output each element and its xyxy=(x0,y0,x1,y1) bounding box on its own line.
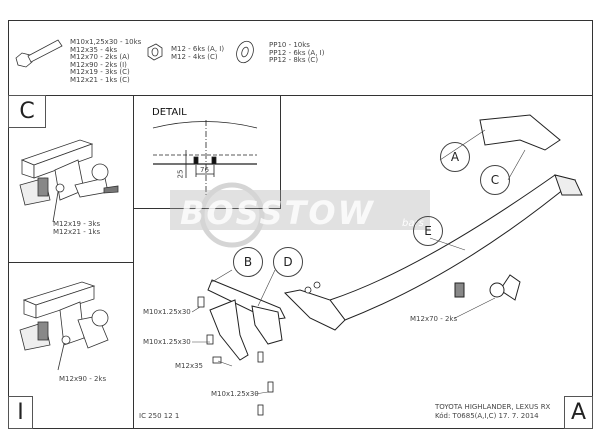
panel-c-label: C xyxy=(8,95,46,128)
washer-item: PP12 - 6ks (A, I) xyxy=(269,48,325,57)
towbar-crossbeam xyxy=(329,114,583,321)
nut-item: M12 - 6ks (A, I) xyxy=(171,45,225,53)
hardware-bolts xyxy=(197,281,321,416)
nut-icon xyxy=(147,43,163,61)
bolt-item: M12x19 - 3ks (C) xyxy=(70,68,130,77)
product-code: Kód: T0685(A,I,C) 17. 7. 2014 xyxy=(435,412,539,420)
callout-d: D xyxy=(273,247,303,277)
panel-c-label-item: M12x21 - 1ks xyxy=(53,227,101,236)
callout-c: C xyxy=(480,165,510,195)
detail-box xyxy=(133,95,281,209)
watermark-logo xyxy=(170,182,430,248)
label-bolt-1: M10x1.25x30 xyxy=(143,308,191,316)
label-bolt-4: M10x1.25x30 xyxy=(211,390,259,398)
watermark-suffix: bars xyxy=(402,218,424,229)
watermark-brand: BOSSTOW xyxy=(180,194,375,232)
bolt-item: M12x35 - 4ks xyxy=(70,45,118,54)
bolt-item: M12x90 - 2ks (I) xyxy=(70,60,127,69)
bolt-item: M12x21 - 1ks (C) xyxy=(70,75,130,84)
detail-title: DETAIL xyxy=(152,107,187,118)
panel-c-hardware: M12x19 - 3ks M12x21 - 1ks xyxy=(53,220,101,236)
detail-dim-width: 76 xyxy=(200,166,209,174)
label-bolt-2: M10x1.25x30 xyxy=(143,338,191,346)
label-bolt-3: M12x35 xyxy=(175,362,203,370)
bolt-item: M10x1,25x30 - 10ks xyxy=(70,38,142,46)
callout-e: E xyxy=(413,216,443,246)
vehicle-model: TOYOTA HIGHLANDER, LEXUS RX xyxy=(435,403,551,411)
washers-list: PP10 - 10ks PP12 - 6ks (A, I) PP12 - 8ks… xyxy=(269,41,325,65)
panel-a-label: A xyxy=(564,396,593,429)
nuts-list: M12 - 6ks (A, I) M12 - 4ks (C) xyxy=(171,45,225,61)
washer-icon xyxy=(236,40,254,64)
panel-i-hardware: M12x90 - 2ks xyxy=(59,375,107,383)
bolt-item: M12x70 - 2ks (A) xyxy=(70,53,130,62)
washer-item: PP12 - 8ks (C) xyxy=(269,56,319,65)
callout-a: A xyxy=(440,142,470,172)
label-bolt-5: M12x70 - 2ks xyxy=(410,315,458,323)
panel-c-label-item: M12x19 - 3ks xyxy=(53,220,101,228)
nut-item: M12 - 4ks (C) xyxy=(171,52,218,61)
bolts-list: M10x1,25x30 - 10ks M12x35 - 4ks M12x70 -… xyxy=(70,38,142,85)
bolt-icon xyxy=(15,39,63,68)
drawing-number: IC 250 12 1 xyxy=(139,412,180,420)
panel-i-label: I xyxy=(8,396,33,429)
callout-b: B xyxy=(233,247,263,277)
detail-dim-height: 25 xyxy=(176,169,185,179)
washer-item: PP10 - 10ks xyxy=(269,41,310,49)
left-divider xyxy=(8,262,134,263)
detail-drawing xyxy=(152,120,258,195)
hitch-i-illustration xyxy=(19,281,109,371)
parts-strip xyxy=(8,20,593,96)
mounting-brackets xyxy=(207,279,346,361)
hitch-c-illustration xyxy=(19,139,119,223)
